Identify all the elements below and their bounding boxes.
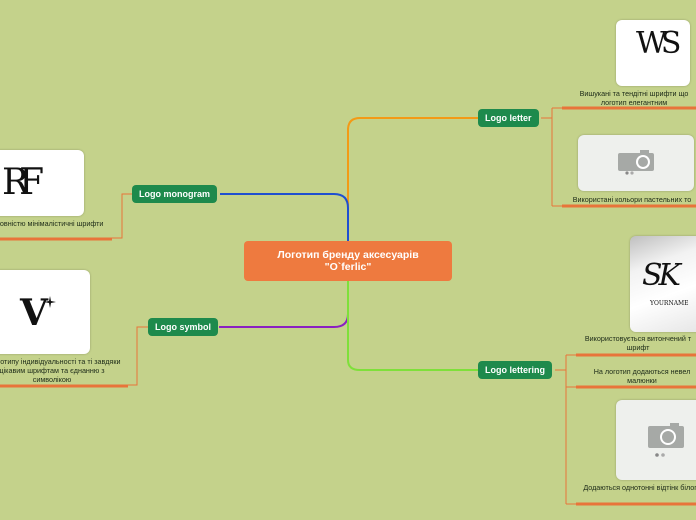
sk-logo-caption: YOURNAME xyxy=(650,300,689,307)
connector-lettering xyxy=(347,281,478,371)
connector-symbol xyxy=(219,281,349,328)
rf-logo-image[interactable]: RF xyxy=(0,150,84,216)
central-topic[interactable]: Логотип бренду аксесуарів "O`ferlic" xyxy=(244,241,452,281)
leaf-letter-colors[interactable]: Використані кольори пастельних то xyxy=(572,195,692,204)
sk-logo-image[interactable]: SK YOURNAME xyxy=(630,236,696,332)
leaf-letter-fonts[interactable]: Вишукані та тендітні шрифти що логотип е… xyxy=(579,89,689,107)
sk-logo-mark: SK xyxy=(642,258,681,293)
branch-logo-letter[interactable]: Logo letter xyxy=(478,109,539,127)
camera-icon xyxy=(618,150,654,175)
ws-logo-mark: WS xyxy=(636,26,681,61)
rf-logo-mark: RF xyxy=(2,162,44,203)
ws-logo-image[interactable]: WS xyxy=(616,20,690,86)
branch-logo-monogram[interactable]: Logo monogram xyxy=(132,185,217,203)
sparkle-icon xyxy=(44,296,56,308)
placeholder-image-lettering[interactable] xyxy=(616,400,696,480)
camera-icon xyxy=(648,423,684,457)
leaf-symbol-text[interactable]: о логотипу індивідуальності та ті завдяк… xyxy=(0,357,121,384)
v-logo-image[interactable]: V xyxy=(0,270,90,354)
leaf-lettering-font[interactable]: Використовується витончений т шрифт xyxy=(584,334,692,352)
connector-monogram xyxy=(220,193,349,241)
leaf-lettering-drawings[interactable]: На логотип додаються невел малюнки xyxy=(593,367,691,385)
connector-letter xyxy=(347,117,478,241)
leaf-lettering-shades[interactable]: Додаються однотонні відтінк білого xyxy=(583,483,696,492)
v-logo-mark: V xyxy=(20,292,48,334)
placeholder-image-letter[interactable] xyxy=(578,135,694,191)
branch-logo-lettering[interactable]: Logo lettering xyxy=(478,361,552,379)
leaf-monogram-fonts[interactable]: ся повністю мінімалістичні шрифти xyxy=(0,219,104,228)
branch-logo-symbol[interactable]: Logo symbol xyxy=(148,318,218,336)
